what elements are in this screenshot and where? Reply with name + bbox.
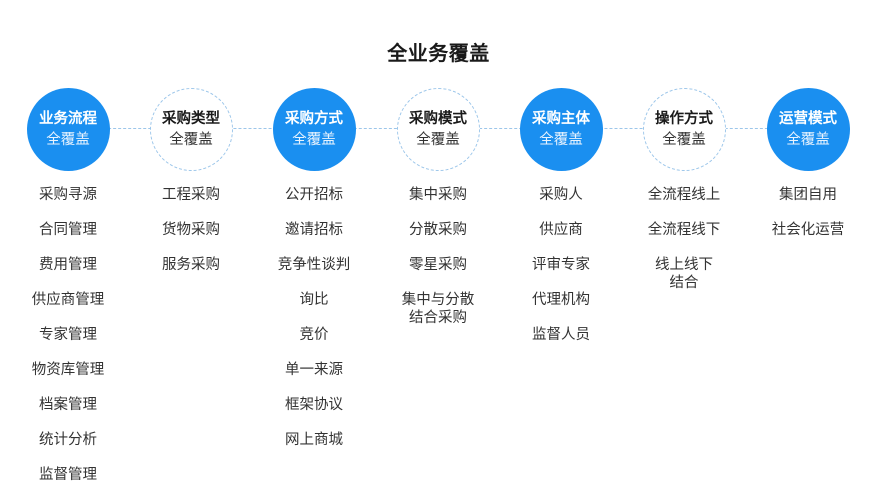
list-item: 竞争性谈判 <box>277 257 351 273</box>
list-item: 分散采购 <box>409 222 467 238</box>
coverage-column: 采购方式全覆盖公开招标邀请招标竞争性谈判询比竞价单一来源框架协议网上商城 <box>254 88 374 465</box>
page-title: 全业务覆盖 <box>387 41 490 65</box>
list-item: 货物采购 <box>162 222 220 238</box>
list-item: 框架协议 <box>285 397 343 413</box>
list-item: 供应商管理 <box>31 292 105 308</box>
category-title: 运营模式 <box>779 111 837 127</box>
list-item: 监督人员 <box>532 327 590 343</box>
list-item: 全流程线上 <box>647 187 721 203</box>
category-subtitle: 全覆盖 <box>416 132 460 148</box>
list-item: 档案管理 <box>39 397 97 413</box>
category-circle: 操作方式全覆盖 <box>642 88 726 171</box>
coverage-column: 采购类型全覆盖工程采购货物采购服务采购 <box>131 88 251 290</box>
category-circle: 采购模式全覆盖 <box>396 88 480 171</box>
list-item: 采购寻源 <box>39 187 97 203</box>
category-title: 采购模式 <box>409 111 467 127</box>
list-item: 零星采购 <box>409 257 467 273</box>
list-item: 网上商城 <box>285 432 343 448</box>
category-title: 采购类型 <box>162 111 220 127</box>
list-item: 监督管理 <box>39 467 97 483</box>
list-item: 集中采购 <box>409 187 467 203</box>
category-circle: 业务流程全覆盖 <box>26 88 110 171</box>
category-subtitle: 全覆盖 <box>169 132 213 148</box>
list-item: 社会化运营 <box>771 222 845 238</box>
list-item: 合同管理 <box>39 222 97 238</box>
list-item: 询比 <box>299 292 329 308</box>
category-title: 采购主体 <box>532 111 590 127</box>
category-item-list: 工程采购货物采购服务采购 <box>121 185 261 290</box>
category-subtitle: 全覆盖 <box>662 132 706 148</box>
category-title: 业务流程 <box>39 111 97 127</box>
list-item: 费用管理 <box>39 257 97 273</box>
coverage-column: 运营模式全覆盖集团自用社会化运营 <box>748 88 868 255</box>
category-item-list: 全流程线上全流程线下线上线下 结合 <box>614 185 754 291</box>
list-item: 统计分析 <box>39 432 97 448</box>
category-subtitle: 全覆盖 <box>539 132 583 148</box>
category-subtitle: 全覆盖 <box>292 132 336 148</box>
category-circle: 运营模式全覆盖 <box>766 88 850 171</box>
list-item: 采购人 <box>539 187 583 203</box>
category-item-list: 集中采购分散采购零星采购集中与分散 结合采购 <box>368 185 508 326</box>
list-item: 代理机构 <box>532 292 590 308</box>
category-circle: 采购方式全覆盖 <box>272 88 356 171</box>
category-item-list: 采购人供应商评审专家代理机构监督人员 <box>491 185 631 360</box>
list-item: 评审专家 <box>532 257 590 273</box>
coverage-column: 采购模式全覆盖集中采购分散采购零星采购集中与分散 结合采购 <box>378 88 498 326</box>
list-item: 服务采购 <box>162 257 220 273</box>
list-item: 邀请招标 <box>285 222 343 238</box>
category-circle: 采购主体全覆盖 <box>519 88 603 171</box>
list-item: 全流程线下 <box>647 222 721 238</box>
list-item: 工程采购 <box>162 187 220 203</box>
category-item-list: 集团自用社会化运营 <box>738 185 877 255</box>
list-item: 集中与分散 结合采购 <box>401 292 475 326</box>
coverage-column: 操作方式全覆盖全流程线上全流程线下线上线下 结合 <box>624 88 744 291</box>
list-item: 集团自用 <box>779 187 837 203</box>
list-item: 物资库管理 <box>31 362 105 378</box>
list-item: 单一来源 <box>285 362 343 378</box>
category-title: 采购方式 <box>285 111 343 127</box>
list-item: 公开招标 <box>285 187 343 203</box>
category-title: 操作方式 <box>655 111 713 127</box>
coverage-column: 采购主体全覆盖采购人供应商评审专家代理机构监督人员 <box>501 88 621 360</box>
category-item-list: 公开招标邀请招标竞争性谈判询比竞价单一来源框架协议网上商城 <box>244 185 384 465</box>
category-subtitle: 全覆盖 <box>786 132 830 148</box>
list-item: 线上线下 结合 <box>655 257 713 291</box>
list-item: 专家管理 <box>39 327 97 343</box>
list-item: 竞价 <box>299 327 329 343</box>
category-circle: 采购类型全覆盖 <box>149 88 233 171</box>
coverage-column: 业务流程全覆盖采购寻源合同管理费用管理供应商管理专家管理物资库管理档案管理统计分… <box>8 88 128 500</box>
category-item-list: 采购寻源合同管理费用管理供应商管理专家管理物资库管理档案管理统计分析监督管理 <box>0 185 138 500</box>
list-item: 供应商 <box>539 222 583 238</box>
category-subtitle: 全覆盖 <box>46 132 90 148</box>
